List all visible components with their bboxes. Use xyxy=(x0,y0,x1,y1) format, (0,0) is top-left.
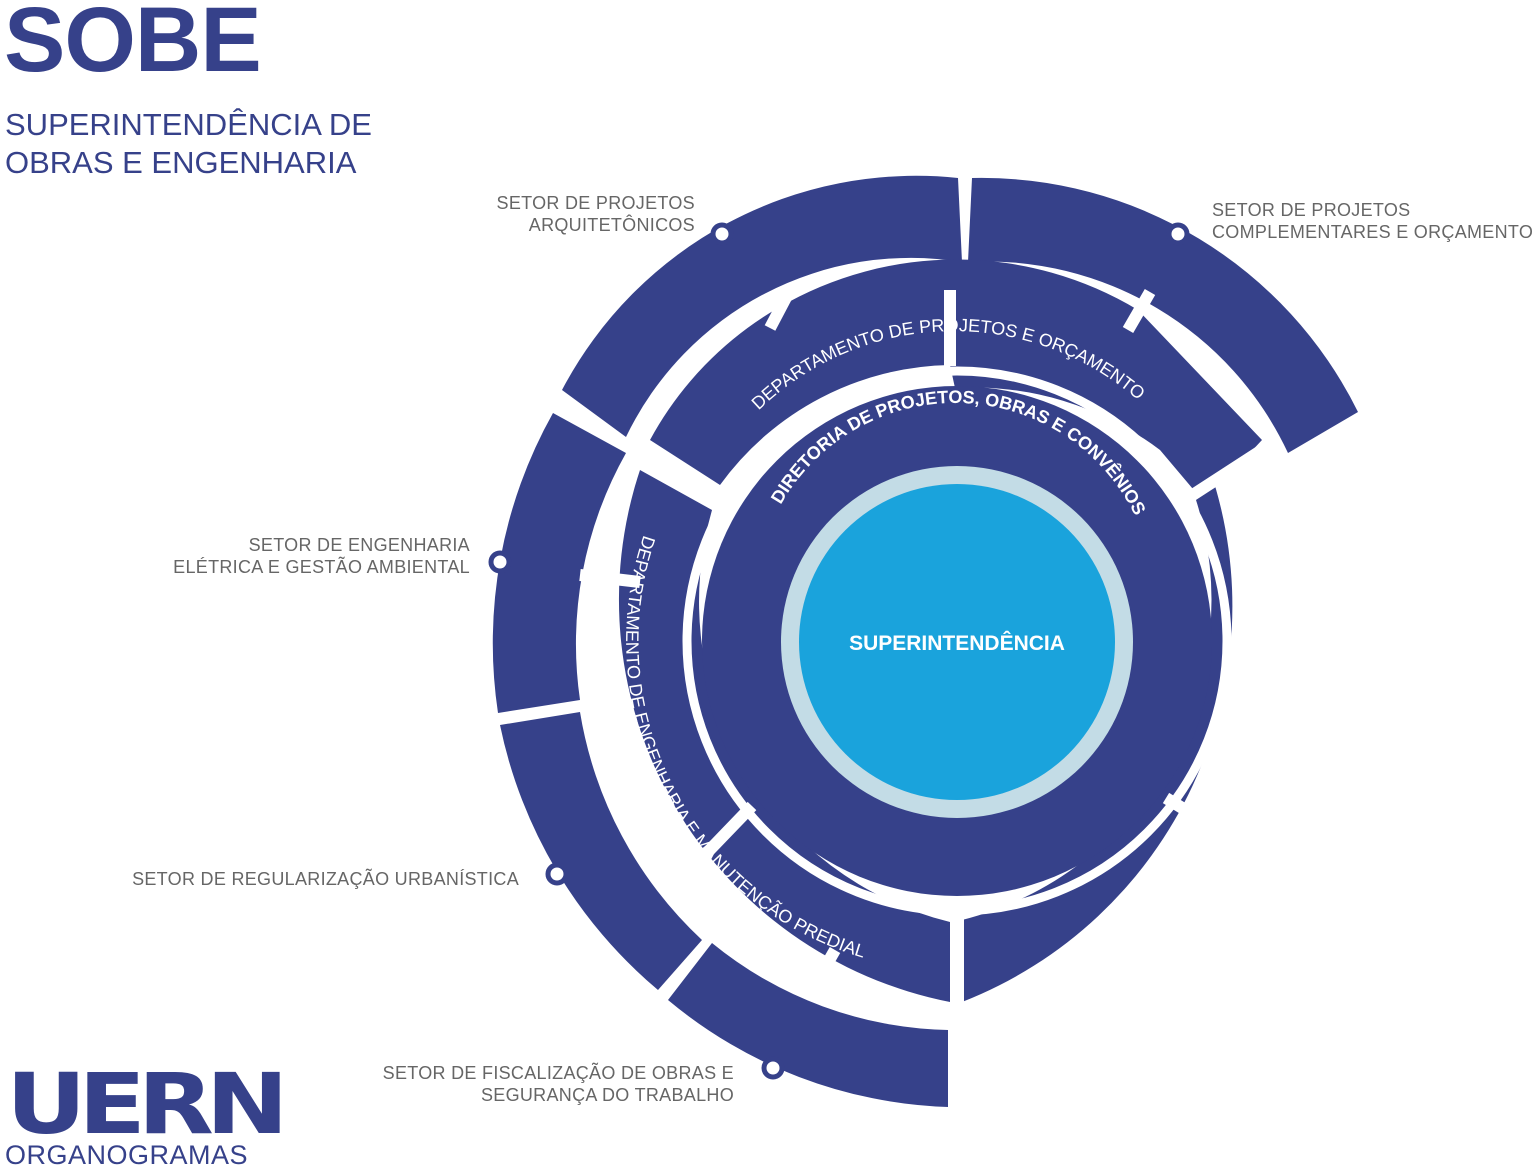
sector-label-eletrica: SETOR DE ENGENHARIA ELÉTRICA E GESTÃO AM… xyxy=(173,534,470,578)
center-circle xyxy=(799,484,1115,800)
dot-arquitetonicos xyxy=(710,222,734,246)
sector-label-regularizacao: SETOR DE REGULARIZAÇÃO URBANÍSTICA xyxy=(132,868,519,890)
department-segment-engenharia[interactable] xyxy=(618,470,950,1002)
dot-complementares xyxy=(1166,222,1190,246)
dot-regularizacao xyxy=(545,862,569,886)
sector-label-line: SETOR DE PROJETOS xyxy=(1212,200,1411,220)
sector-segment-fiscalizacao[interactable] xyxy=(668,943,948,1107)
center-label: SUPERINTENDÊNCIA xyxy=(849,631,1065,655)
connector-dots xyxy=(488,222,1190,1080)
department-segment-convenios[interactable] xyxy=(962,470,1233,1002)
sector-label-line: ARQUITETÔNICOS xyxy=(528,215,695,235)
dot-eletrica xyxy=(488,550,512,574)
page-title: SOBE xyxy=(4,0,262,91)
outer-ring xyxy=(492,175,1358,1107)
subtitle-line-2: OBRAS E ENGENHARIA xyxy=(5,145,357,180)
sector-label-fiscalizacao: SETOR DE FISCALIZAÇÃO DE OBRAS E SEGURAN… xyxy=(383,1062,734,1106)
dot-fiscalizacao xyxy=(761,1056,785,1080)
uern-logo: UERN xyxy=(6,1055,289,1153)
page-subtitle: SUPERINTENDÊNCIA DE OBRAS E ENGENHARIA xyxy=(5,106,372,182)
sector-label-line: SETOR DE REGULARIZAÇÃO URBANÍSTICA xyxy=(132,869,519,889)
center-node[interactable]: SUPERINTENDÊNCIA xyxy=(781,466,1133,818)
sector-label-line: SEGURANÇA DO TRABALHO xyxy=(480,1085,734,1105)
segment-separators xyxy=(579,287,1266,1008)
sector-label-line: ELÉTRICA E GESTÃO AMBIENTAL xyxy=(173,557,470,577)
sector-segment-complementares[interactable] xyxy=(968,177,1358,453)
sector-label-line: SETOR DE FISCALIZAÇÃO DE OBRAS E xyxy=(382,1063,734,1083)
sector-segment-arquitetonicos[interactable] xyxy=(562,175,962,438)
sector-label-line: SETOR DE PROJETOS xyxy=(496,193,695,213)
sector-label-line: COMPLEMENTARES E ORÇAMENTO xyxy=(1212,222,1534,242)
sector-label-arquitetonicos: SETOR DE PROJETOS ARQUITETÔNICOS xyxy=(497,192,695,236)
sector-label-line: SETOR DE ENGENHARIA xyxy=(248,535,470,555)
sector-label-complementares: SETOR DE PROJETOS COMPLEMENTARES E ORÇAM… xyxy=(1212,199,1533,243)
department-segment-projetos[interactable] xyxy=(650,259,1262,495)
sector-segment-eletrica[interactable] xyxy=(492,413,626,713)
middle-ring xyxy=(618,259,1262,1002)
footer-subtitle: ORGANOGRAMAS xyxy=(5,1140,249,1170)
sector-segment-regularizacao[interactable] xyxy=(500,712,702,990)
subtitle-line-1: SUPERINTENDÊNCIA DE xyxy=(5,107,372,142)
